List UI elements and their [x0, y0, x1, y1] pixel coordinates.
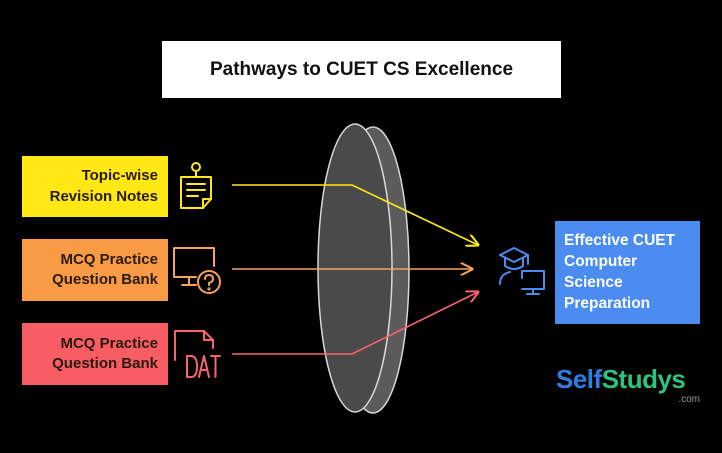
brand-part-2: Studys: [601, 364, 686, 394]
pathway-line-mcq-2: [232, 292, 478, 355]
brand-domain: .com: [678, 394, 700, 405]
result-box-preparation: Effective CUET Computer Science Preparat…: [555, 221, 700, 324]
input-label: Topic-wise Revision Notes: [49, 167, 158, 205]
title-text: Pathways to CUET CS Excellence: [209, 58, 514, 80]
result-line: Preparation: [564, 294, 651, 312]
input-box-mcq-bank-1: MCQ Practice Question Bank: [22, 239, 168, 301]
notes-icon: [180, 162, 212, 209]
input-box-mcq-bank-2: MCQ Practice Question Bank: [22, 323, 168, 385]
result-line: Computer: [564, 252, 638, 270]
pathway-line-notes: [232, 184, 478, 245]
input-label: MCQ Practice Question Bank: [52, 250, 158, 288]
monitor-question-icon: [173, 247, 221, 294]
input-label: MCQ Practice Question Bank: [52, 334, 158, 372]
diagram-title: Pathways to CUET CS Excellence: [162, 41, 561, 98]
dat-file-icon: [174, 330, 221, 378]
input-box-revision-notes: Topic-wise Revision Notes: [22, 156, 168, 217]
brand-wordmark: SelfStudys: [556, 364, 686, 395]
lens-shape: [317, 123, 410, 414]
graduate-computer-icon: [499, 247, 545, 295]
brand-logo: SelfStudys .com: [556, 364, 704, 408]
result-line: Effective CUET: [564, 232, 676, 249]
result-line: Science: [564, 273, 623, 291]
brand-part-1: Self: [556, 364, 602, 394]
